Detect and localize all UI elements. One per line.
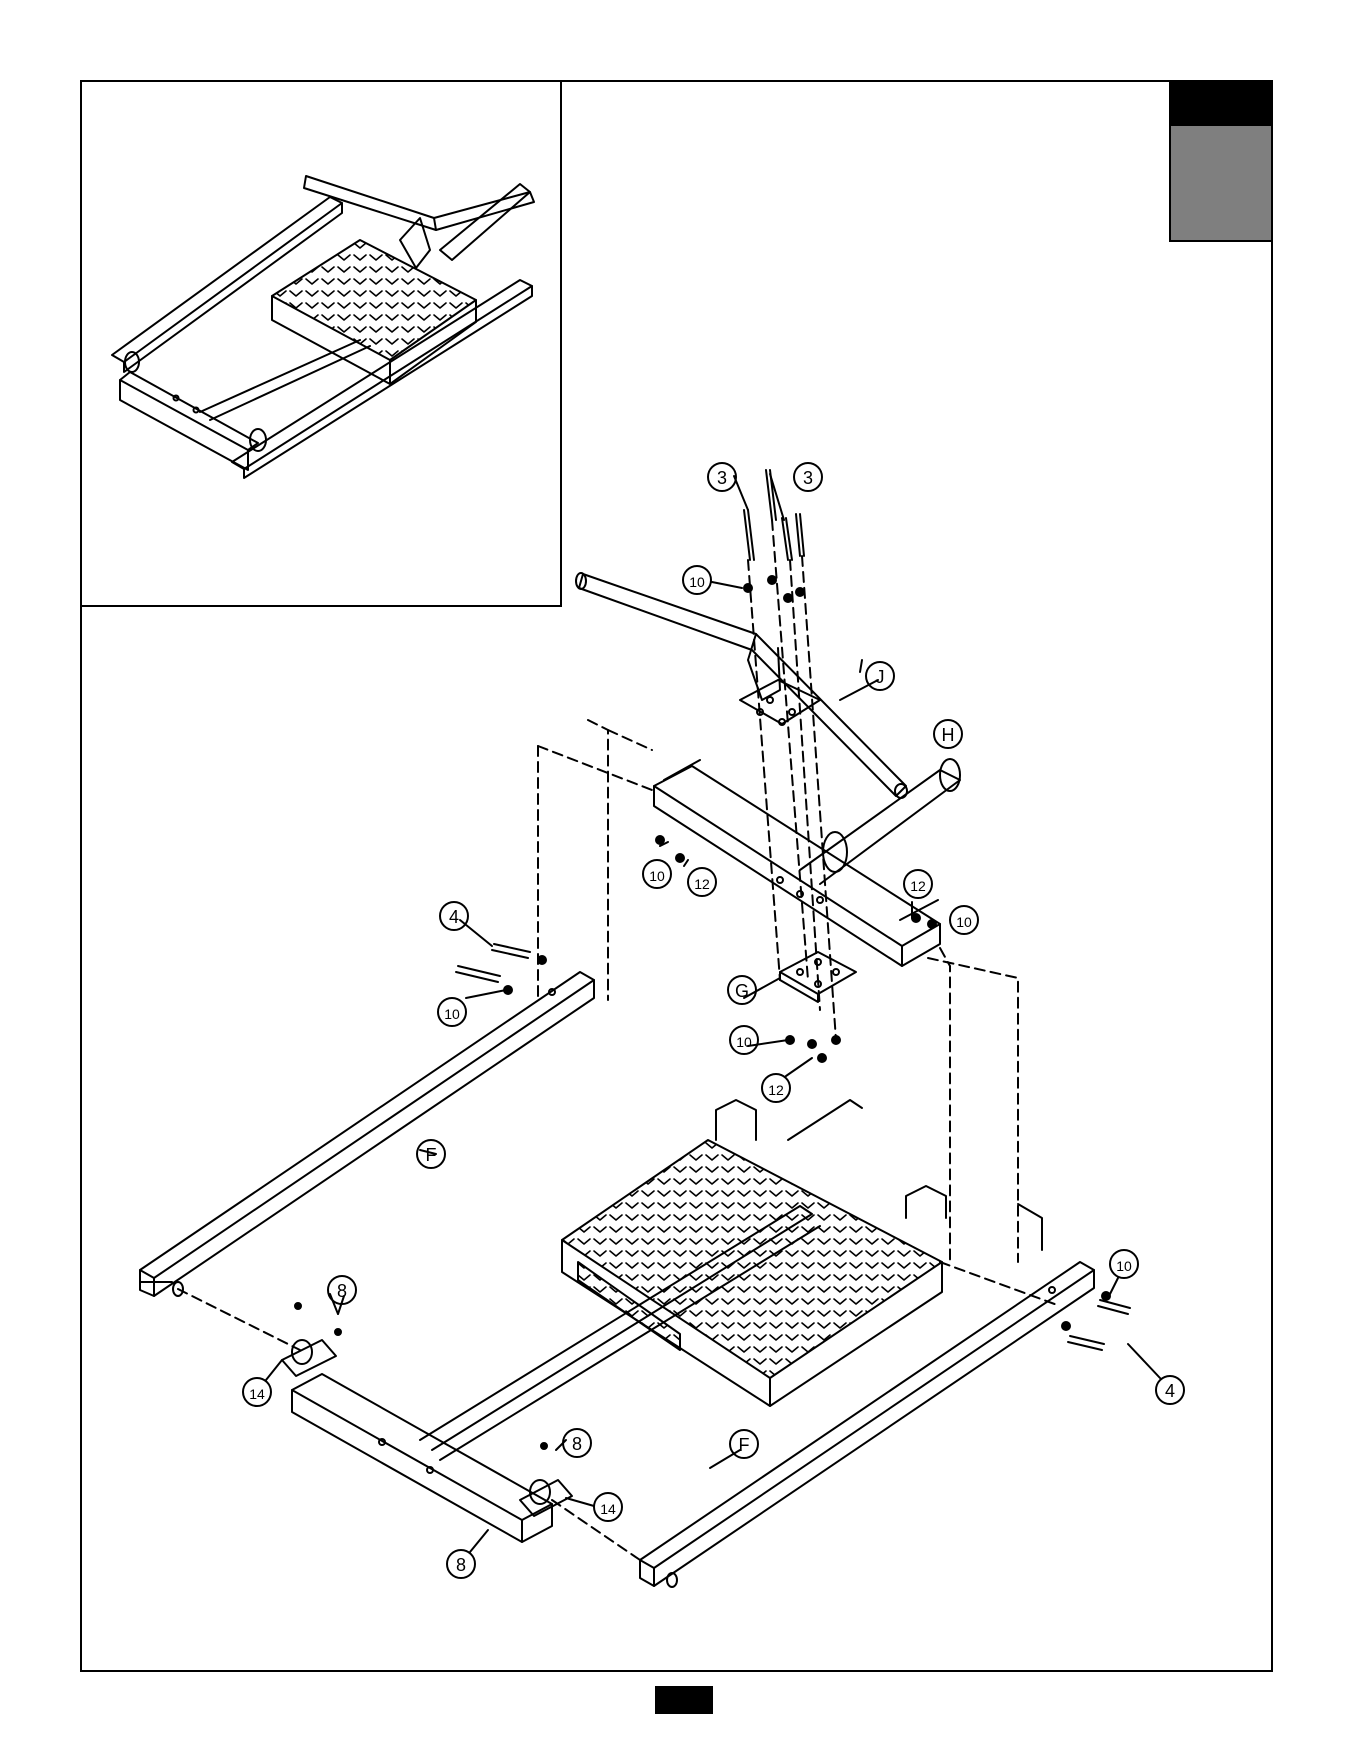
- part-h-crossmember: [654, 759, 960, 966]
- callout-8-top: 8: [337, 1281, 347, 1301]
- callout-4-left: 4: [449, 907, 459, 927]
- inset-assembled-sled: [112, 176, 534, 478]
- callout-12-plate: 12: [768, 1082, 784, 1098]
- part-j-handle: [576, 573, 907, 798]
- callout-8-right: 8: [572, 1434, 582, 1454]
- callout-12-right: 12: [910, 878, 926, 894]
- callout-14-left: 14: [249, 1386, 265, 1402]
- tread-platform: [562, 1100, 946, 1406]
- callout-4-right: 4: [1165, 1381, 1175, 1401]
- callout-f-right: F: [739, 1435, 750, 1455]
- callout-12-crossbar: 12: [694, 876, 710, 892]
- bolts-3: [744, 470, 840, 1062]
- callout-10-right: 10: [956, 914, 972, 930]
- front-crossbar: [282, 1340, 572, 1542]
- callout-j: J: [876, 667, 885, 687]
- alignment-lines: [178, 720, 1060, 1560]
- callouts: [243, 463, 1184, 1578]
- callout-g: G: [735, 981, 749, 1001]
- callout-10-plate: 10: [736, 1034, 752, 1050]
- part-f-left-rail: [140, 972, 594, 1296]
- callout-14-right: 14: [600, 1501, 616, 1517]
- callout-3-left: 3: [717, 468, 727, 488]
- callout-10-left: 10: [444, 1006, 460, 1022]
- callout-10-far-right: 10: [1116, 1258, 1132, 1274]
- callout-h: H: [942, 725, 955, 745]
- callout-8-bottom: 8: [456, 1555, 466, 1575]
- callout-f-left: F: [426, 1145, 437, 1165]
- callout-10-crossbar: 10: [649, 868, 665, 884]
- callout-10-top: 10: [689, 574, 705, 590]
- callout-3-right: 3: [803, 468, 813, 488]
